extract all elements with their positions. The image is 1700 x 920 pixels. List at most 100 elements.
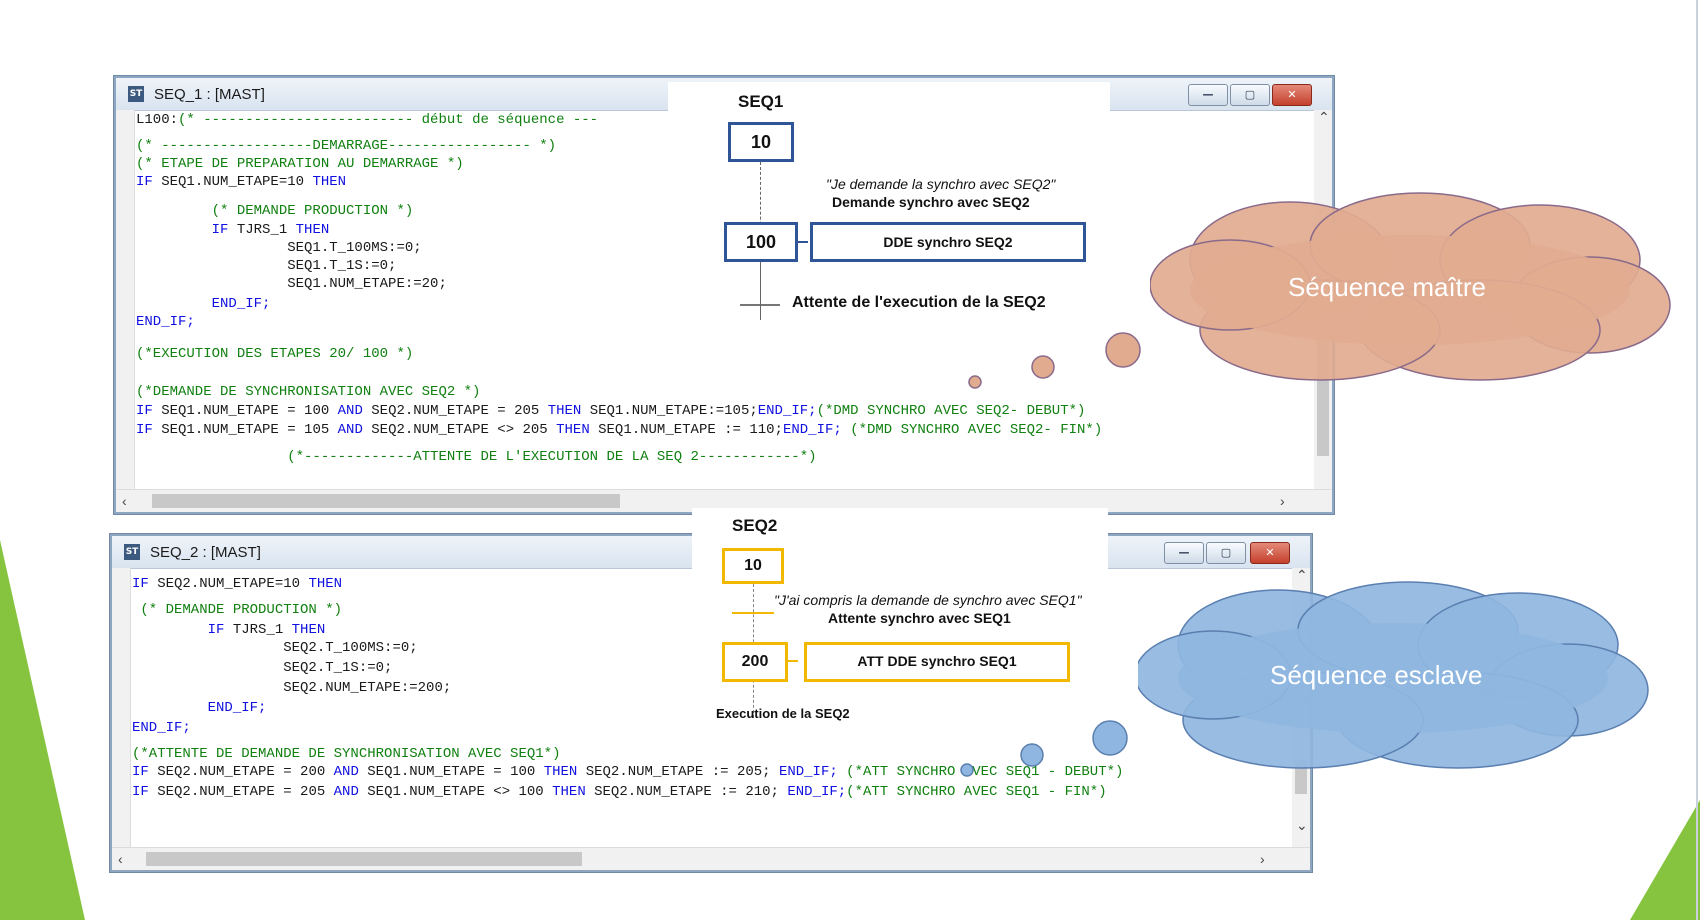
code-token: SEQ2.T_100MS:=0; [132, 640, 418, 656]
code-token: THEN [556, 422, 599, 438]
bubble-large-icon [1105, 332, 1141, 368]
code-token: THEN [547, 403, 590, 419]
seq1-note-italic: "Je demande la synchro avec SEQ2" [826, 176, 1056, 192]
horizontal-scrollbar[interactable]: ‹ › [112, 847, 1310, 870]
st-app-icon: ST [124, 544, 140, 560]
code-token: (*DEMANDE DE SYNCHRONISATION AVEC SEQ2 *… [136, 384, 481, 400]
minimize-button[interactable]: — [1188, 84, 1228, 106]
code-token: END_IF; [132, 720, 191, 736]
code-line: IF TJRS_1 THEN [136, 222, 330, 238]
code-line: (* DEMANDE PRODUCTION *) [132, 602, 342, 618]
bubble-large-icon [1092, 720, 1128, 756]
line-gutter [116, 110, 135, 490]
seq2-after-text: Execution de la SEQ2 [716, 706, 850, 721]
st-app-icon: ST [128, 86, 144, 102]
close-button[interactable]: ✕ [1272, 84, 1312, 106]
close-button[interactable]: ✕ [1250, 542, 1290, 564]
scroll-up-icon[interactable]: ⌃ [1296, 567, 1308, 583]
code-token: END_IF; [136, 314, 195, 330]
code-token: SEQ2.NUM_ETAPE = 205 [157, 784, 334, 800]
code-token: SEQ1.T_100MS:=0; [136, 240, 422, 256]
code-line: SEQ2.NUM_ETAPE:=200; [132, 680, 451, 696]
code-line: END_IF; [136, 296, 271, 312]
code-line: SEQ2.T_1S:=0; [132, 660, 392, 676]
thought-bubbles [960, 332, 1141, 777]
code-line: (* ------------------DEMARRAGE----------… [136, 138, 556, 154]
scroll-thumb[interactable] [152, 494, 620, 508]
code-line: SEQ1.T_100MS:=0; [136, 240, 422, 256]
code-line: IF TJRS_1 THEN [132, 622, 326, 638]
right-decoration [1630, 800, 1700, 920]
code-token: END_IF; [787, 784, 847, 800]
code-line: END_IF; [132, 720, 191, 736]
scroll-right-icon[interactable]: › [1280, 493, 1285, 509]
code-line: IF SEQ2.NUM_ETAPE = 205 AND SEQ1.NUM_ETA… [132, 784, 1107, 800]
code-token: (* ------------------------- début de sé… [178, 112, 599, 128]
code-token: (*DMD SYNCHRO AVEC SEQ2- FIN*) [850, 422, 1103, 438]
maximize-button[interactable]: ▢ [1206, 542, 1246, 564]
code-line: IF SEQ1.NUM_ETAPE = 100 AND SEQ2.NUM_ETA… [136, 403, 1085, 419]
code-token: TJRS_1 [232, 622, 292, 638]
line-gutter [112, 568, 131, 848]
bubble-small-icon [960, 763, 974, 777]
code-line: (*EXECUTION DES ETAPES 20/ 100 *) [136, 346, 413, 362]
code-token: L100: [136, 112, 179, 128]
code-token: (* DEMANDE PRODUCTION *) [136, 203, 414, 219]
code-token: SEQ1.NUM_ETAPE := 110; [598, 422, 783, 438]
code-token [132, 700, 208, 716]
horizontal-scrollbar[interactable]: ‹ › [116, 489, 1332, 512]
code-token: IF [207, 622, 233, 638]
bubble-medium-icon [1031, 355, 1055, 379]
code-token: (*-------------ATTENTE DE L'EXECUTION DE… [136, 449, 817, 465]
maximize-button[interactable]: ▢ [1230, 84, 1270, 106]
code-token: IF [136, 422, 162, 438]
scroll-left-icon[interactable]: ‹ [122, 493, 127, 509]
seq2-grafcet: SEQ2 10 "J'ai compris la demande de sync… [692, 508, 1108, 732]
seq2-action-link [788, 660, 798, 662]
code-line: (* DEMANDE PRODUCTION *) [136, 203, 414, 219]
code-token: =10 [278, 174, 313, 190]
seq1-after-text: Attente de l'execution de la SEQ2 [792, 294, 1046, 311]
slave-cloud [1138, 581, 1649, 769]
code-line: IF SEQ2.NUM_ETAPE = 200 AND SEQ1.NUM_ETA… [132, 764, 1123, 780]
code-token: (*EXECUTION DES ETAPES 20/ 100 *) [136, 346, 414, 362]
code-token: SEQ2.NUM_ETAPE = 200 [157, 764, 334, 780]
code-token: (*ATTENTE DE DEMANDE DE SYNCHRONISATION … [132, 746, 561, 762]
minimize-button[interactable]: — [1164, 542, 1204, 564]
code-token: IF [132, 576, 158, 592]
code-token: AND [333, 764, 368, 780]
code-token: (* ETAPE DE PREPARATION AU DEMARRAGE *) [136, 156, 464, 172]
code-line: (* ETAPE DE PREPARATION AU DEMARRAGE *) [136, 156, 464, 172]
right-border-line [1696, 0, 1698, 920]
scroll-left-icon[interactable]: ‹ [118, 851, 123, 867]
code-token: AND [333, 784, 368, 800]
code-token: IF [132, 764, 158, 780]
code-line: SEQ1.NUM_ETAPE:=20; [136, 276, 447, 292]
seq1-action-box: DDE synchro SEQ2 [810, 222, 1086, 262]
code-token: END_IF; [782, 422, 851, 438]
seq1-window-title: SEQ_1 : [MAST] [154, 86, 265, 103]
code-token: THEN [552, 784, 595, 800]
seq2-window-title: SEQ_2 : [MAST] [150, 544, 261, 561]
code-token: THEN [295, 222, 330, 238]
code-token: (* DEMANDE PRODUCTION *) [132, 602, 343, 618]
code-token: SEQ2.T_1S:=0; [132, 660, 393, 676]
code-token [136, 222, 212, 238]
master-cloud-label: Séquence maître [1288, 272, 1487, 302]
code-token: SEQ1.NUM_ETAPE <> 100 [367, 784, 553, 800]
code-token: SEQ2.NUM_ETAPE=10 [157, 576, 309, 592]
seq1-note-bold: Demande synchro avec SEQ2 [832, 194, 1030, 210]
seq2-step-200: 200 [722, 642, 788, 682]
scroll-right-icon[interactable]: › [1260, 851, 1265, 867]
scroll-thumb[interactable] [146, 852, 582, 866]
seq1-action-link [798, 241, 808, 243]
left-decoration [0, 540, 85, 920]
seq2-action-box: ATT DDE synchro SEQ1 [804, 642, 1070, 682]
scroll-down-icon[interactable]: ⌄ [1296, 817, 1308, 833]
code-token: END_IF; [207, 700, 267, 716]
scroll-up-icon[interactable]: ⌃ [1318, 109, 1330, 125]
master-cloud [1150, 192, 1671, 381]
code-token: THEN [312, 174, 347, 190]
code-line: END_IF; [132, 700, 267, 716]
code-token: SEQ1.NUM_ETAPE = 105 [161, 422, 338, 438]
